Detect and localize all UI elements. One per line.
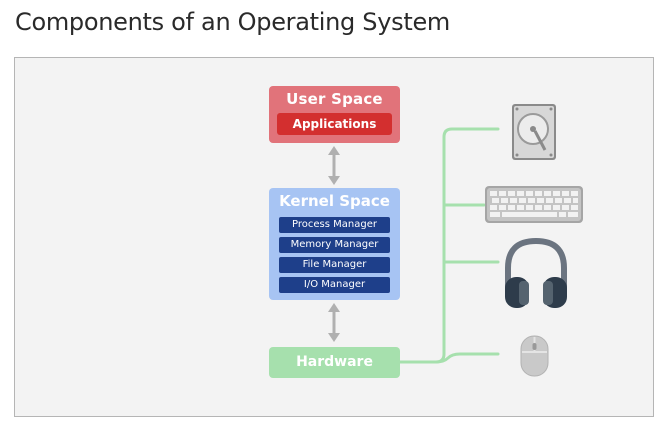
applications-box: Applications xyxy=(277,113,392,135)
mouse-icon xyxy=(520,335,549,377)
hardware-box: Hardware xyxy=(269,347,400,378)
page-title: Components of an Operating System xyxy=(15,8,450,36)
arrow-kernel-hardware xyxy=(328,303,340,342)
kernel-space-box: Kernel Space Process Manager Memory Mana… xyxy=(269,188,400,300)
memory-manager-box: Memory Manager xyxy=(279,237,390,253)
keyboard-icon xyxy=(485,186,583,223)
process-manager-box: Process Manager xyxy=(279,217,390,233)
user-space-box: User Space Applications xyxy=(269,86,400,143)
arrow-user-kernel xyxy=(328,146,340,185)
kernel-space-label: Kernel Space xyxy=(279,192,390,210)
device-bus xyxy=(398,127,500,364)
user-space-label: User Space xyxy=(286,90,383,108)
io-manager-box: I/O Manager xyxy=(279,277,390,293)
hard-drive-icon xyxy=(512,104,556,160)
file-manager-box: File Manager xyxy=(279,257,390,273)
headphones-icon xyxy=(505,237,567,308)
